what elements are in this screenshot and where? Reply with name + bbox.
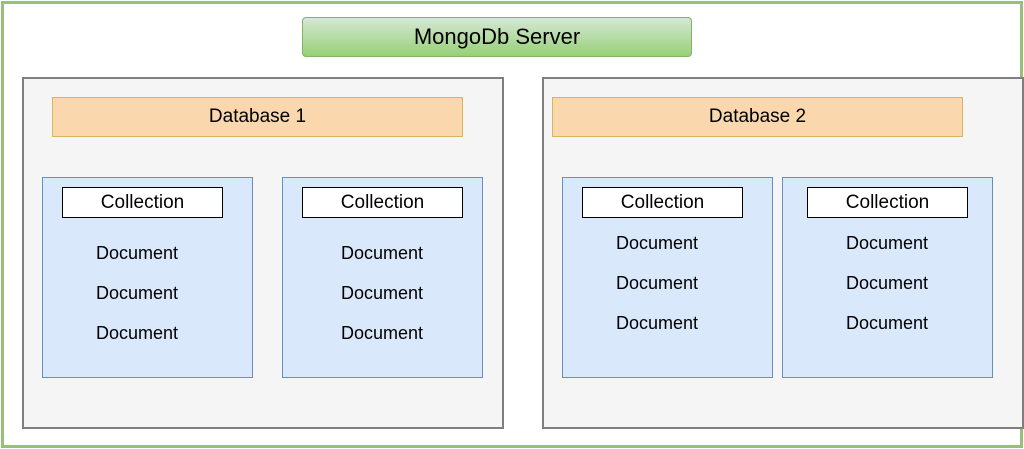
database-2-collection-1-document: Document bbox=[615, 233, 699, 253]
database-1-collection-1-document: Document bbox=[95, 283, 179, 303]
database-2-collection-2-document: Document bbox=[845, 233, 929, 253]
database-2-collection-1-document: Document bbox=[615, 313, 699, 333]
database-1-collection-1-label: Collection bbox=[62, 187, 223, 218]
server-label: MongoDb Server bbox=[302, 17, 692, 57]
database-2-collection-1-label: Collection bbox=[582, 187, 743, 218]
database-1-collection-2-document: Document bbox=[340, 243, 424, 263]
database-1-collection-2-label: Collection bbox=[302, 187, 463, 218]
database-2-collection-1-document: Document bbox=[615, 273, 699, 293]
database-2-collection-2-document: Document bbox=[845, 313, 929, 333]
database-2-collection-2-label: Collection bbox=[807, 187, 968, 218]
database-1-collection-2-document: Document bbox=[340, 323, 424, 343]
database-1-collection-1-document: Document bbox=[95, 323, 179, 343]
database-2-collection-2-document: Document bbox=[845, 273, 929, 293]
database-1-collection-2-document: Document bbox=[340, 283, 424, 303]
database-1-collection-1-document: Document bbox=[95, 243, 179, 263]
database-1-label: Database 1 bbox=[52, 97, 463, 137]
database-2-label: Database 2 bbox=[552, 97, 963, 137]
